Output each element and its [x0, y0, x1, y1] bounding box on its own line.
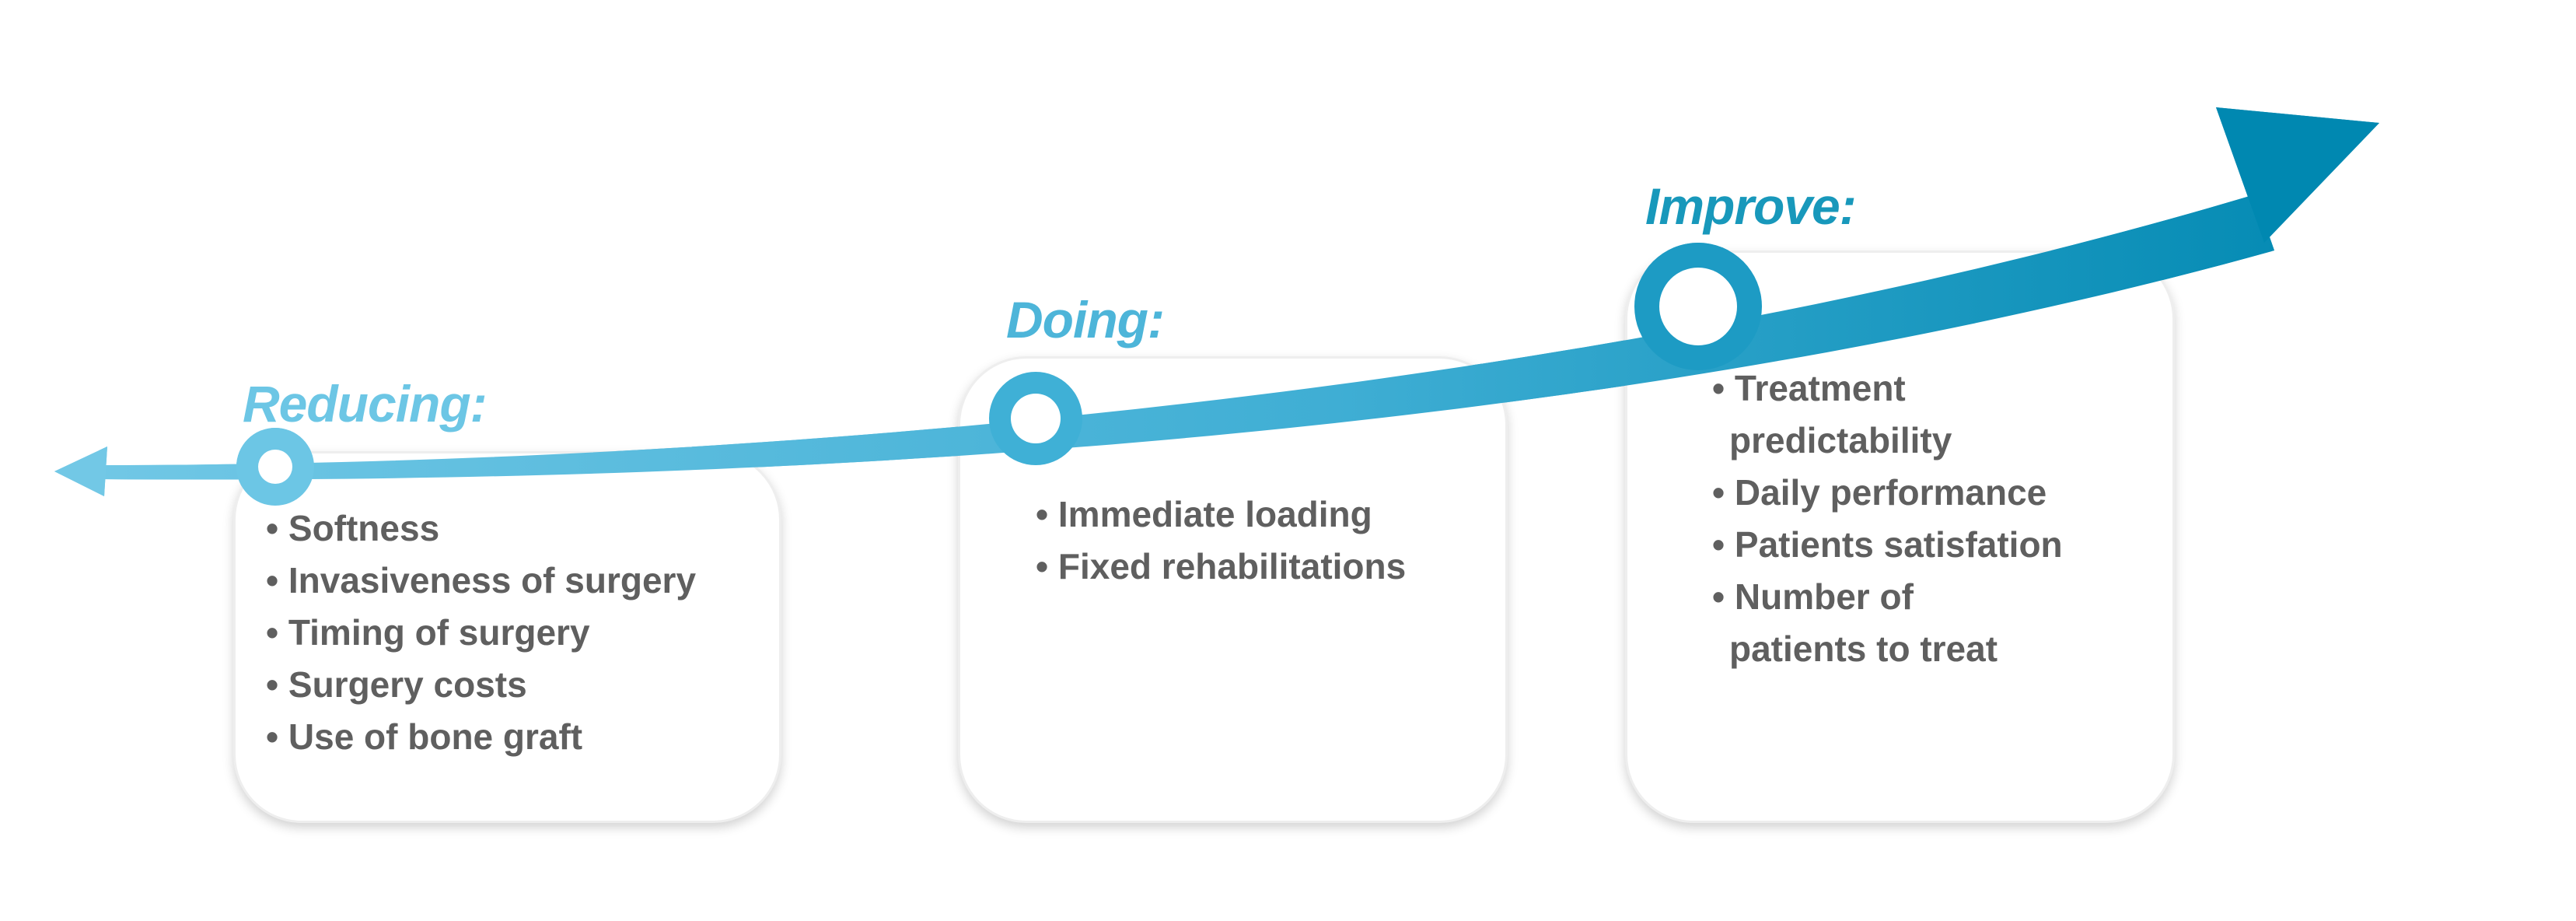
list-item: • Softness [266, 508, 440, 548]
milestone-improve-ring [1634, 243, 1762, 370]
doing-list: • Immediate loading • Fixed rehabilitati… [1036, 489, 1406, 593]
stage-title-doing: Doing: [1006, 291, 1165, 348]
list-item: • Fixed rehabilitations [1036, 546, 1407, 587]
list-item: • Patients satisfation [1712, 524, 2063, 565]
list-item: • Timing of surgery [266, 612, 590, 653]
list-item-continuation: patients to treat [1729, 629, 1998, 669]
milestone-reducing-ring [236, 428, 314, 506]
arrow-head-right-overlay-icon [2216, 107, 2379, 243]
reducing-list: • Softness • Invasiveness of surgery • T… [266, 503, 696, 763]
list-item: • Invasiveness of surgery [266, 560, 697, 601]
list-item: • Use of bone graft [266, 716, 583, 757]
list-item: • Treatment [1712, 368, 1906, 408]
list-item-continuation: predictability [1729, 420, 1952, 460]
reducing-card [233, 451, 781, 823]
list-item: • Surgery costs [266, 664, 527, 705]
arrow-shaft-overlay [101, 194, 2274, 480]
stage-title-improve: Improve: [1645, 177, 1857, 235]
list-item: • Immediate loading [1036, 494, 1372, 534]
milestone-doing-ring [989, 372, 1082, 465]
list-item: • Daily performance [1712, 472, 2047, 513]
stage-title-reducing: Reducing: [243, 375, 488, 432]
arrow-head-left-overlay-icon [54, 446, 107, 496]
list-item: • Number of [1712, 576, 1914, 617]
improve-list: • Treatment predictability • Daily perfo… [1712, 362, 2063, 675]
